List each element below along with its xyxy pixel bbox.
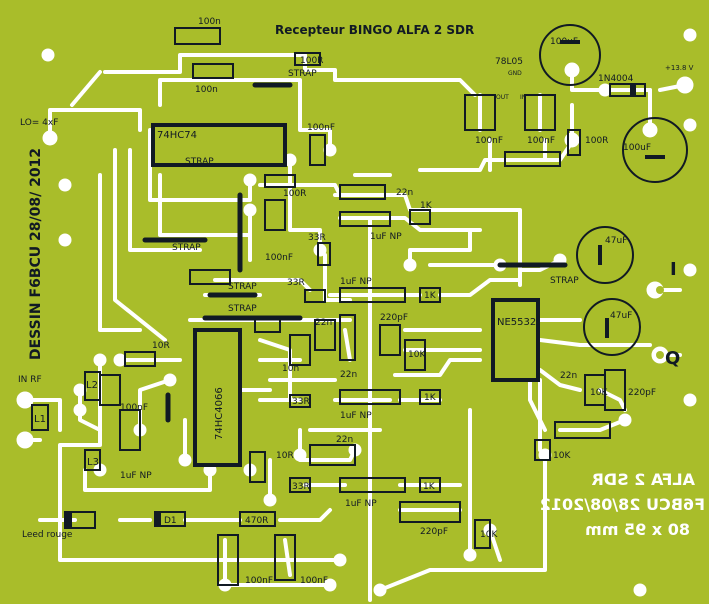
label-ic-ne5532: NE5532 — [497, 317, 536, 328]
board-title: Recepteur BINGO ALFA 2 SDR — [275, 23, 474, 37]
capacitor-plates — [560, 40, 665, 338]
label-r-1k-d: 1K — [423, 482, 436, 492]
label-c-1ufnp-a: 1uF NP — [370, 232, 402, 242]
label-r-1k-c: 1K — [424, 393, 437, 403]
label-lo: LO= 4xF — [20, 118, 58, 128]
label-l2: L2 — [86, 380, 98, 391]
mirror-line-3: 80 x 95 mm — [585, 520, 690, 539]
label-supply: +13.8 V — [665, 64, 694, 72]
label-r-1k-a: 1K — [420, 201, 433, 211]
label-r-1k-b: 1K — [424, 291, 437, 301]
mirrored-credit: ALFA 2 SDR F6BCU 28/08/2012 80 x 95 mm — [540, 470, 705, 539]
label-c-100nf-a: 100nF — [307, 123, 335, 133]
label-c-100uf-b: 100uF — [623, 143, 651, 153]
label-r-33r-d: 33R — [292, 482, 310, 492]
label-c-1ufnp-d: 1uF NP — [120, 471, 152, 481]
label-strap-5: STRAP — [228, 304, 257, 314]
label-c-100nf-b: 100nF — [265, 253, 293, 263]
label-c-22n-a: 22n — [396, 188, 413, 198]
label-d1: D1 — [164, 516, 177, 526]
label-c-22n-d: 22n — [560, 371, 577, 381]
ic-packages — [151, 123, 540, 467]
label-r-100r-c: 100R — [585, 136, 608, 146]
label-c-47uf-a: 47uF — [605, 236, 627, 246]
label-c-100nf-f-right: 100nF — [300, 576, 328, 586]
label-r-10r-a: 10R — [152, 341, 170, 351]
label-c-220pf-c: 220pF — [420, 527, 448, 537]
label-r-10k-d: 10K — [480, 530, 498, 540]
label-led: Leed rouge — [22, 530, 73, 540]
label-reg-in: IN — [520, 94, 526, 101]
label-diode-1n4004: 1N4004 — [598, 74, 634, 84]
label-c-22n-b: 22n — [315, 318, 332, 328]
label-r-10r-b: 10R — [276, 451, 294, 461]
label-r-10k-b: 10K — [590, 388, 608, 398]
label-c-100n-top2: 100n — [195, 85, 218, 95]
diodes — [64, 83, 646, 529]
label-c-1ufnp-b: 1uF NP — [340, 277, 372, 287]
label-strap-1: STRAP — [288, 69, 317, 79]
label-reg-out: OUT — [496, 94, 509, 101]
label-r-10k-a: 10K — [408, 350, 426, 360]
mirror-line-1: ALFA 2 SDR — [592, 470, 695, 489]
label-strap-6: STRAP — [550, 276, 579, 286]
label-c-100uf-a: 100uF — [550, 37, 578, 47]
output-q-label: Q — [665, 348, 680, 369]
label-c-22n-e: 22n — [336, 435, 353, 445]
label-strap-2: STRAP — [185, 157, 214, 167]
label-c-100nf-d: 100nF — [527, 136, 555, 146]
label-c-100nf-f-left: 100nF — [245, 576, 273, 586]
label-c-47uf-b: 47uF — [610, 311, 632, 321]
label-r-10k-c: 10K — [553, 451, 571, 461]
label-r-33r-b: 33R — [287, 278, 305, 288]
label-ic-74hc74: 74HC74 — [157, 130, 197, 141]
label-r-33r-c: 33R — [292, 397, 310, 407]
label-r-100r: 100R — [300, 56, 323, 66]
copper-pads — [16, 28, 697, 597]
electrolytic-capacitors — [539, 24, 688, 356]
label-strap-4: STRAP — [228, 282, 257, 292]
label-in-rf: IN RF — [18, 375, 42, 385]
label-ic-74hc4066: 74HC4066 — [214, 387, 225, 440]
label-l1: L1 — [34, 414, 46, 425]
wire-straps — [142, 82, 568, 423]
label-c-22n-c: 22n — [340, 370, 357, 380]
label-c-100n-top: 100n — [198, 17, 221, 27]
label-r-33r-a: 33R — [308, 233, 326, 243]
label-c-220pf-b: 220pF — [628, 388, 656, 398]
label-c-1ufnp-e: 1uF NP — [345, 499, 377, 509]
label-c-10n: 10n — [282, 364, 299, 374]
board-side-text: DESSIN F6BCU 28/08/ 2012 — [28, 148, 44, 360]
output-i-label: I — [670, 259, 677, 280]
component-labels: 100n 100n 100R STRAP 74HC74 STRAP 100nF … — [18, 17, 694, 586]
label-c-100nf-c: 100nF — [475, 136, 503, 146]
label-c-220pf-a: 220pF — [380, 313, 408, 323]
label-l3: L3 — [87, 457, 99, 468]
label-r-470r: 470R — [245, 516, 268, 526]
mounting-holes — [656, 286, 664, 359]
mirror-line-2: F6BCU 28/08/2012 — [540, 495, 705, 514]
label-reg-gnd: GND — [508, 70, 522, 77]
component-outlines — [31, 27, 626, 586]
label-c-1ufnp-c: 1uF NP — [340, 411, 372, 421]
label-strap-3: STRAP — [172, 243, 201, 253]
label-c-100nf-e: 100nF — [120, 403, 148, 413]
label-r-100r-b: 100R — [283, 189, 306, 199]
label-reg: 78L05 — [495, 57, 523, 67]
